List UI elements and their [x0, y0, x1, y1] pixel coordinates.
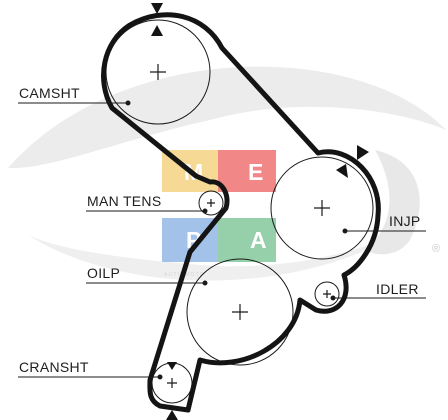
watermark-registered: ® [432, 243, 440, 255]
idler-center-mark [323, 290, 331, 298]
injection-pump-pulley [270, 156, 374, 260]
idler-leader-dot [330, 295, 336, 301]
timing-belt [101, 12, 381, 413]
watermark-swoosh [8, 66, 446, 169]
man-tens-leader-dot [202, 208, 208, 214]
oil-pump-center-mark [232, 304, 248, 320]
crankshaft-timing-arrow-outer [166, 410, 178, 420]
camshaft-timing-arrow-outer [151, 3, 163, 14]
injection-pump-timing-arrow-outer [357, 145, 369, 160]
injection-pump-center-mark [314, 200, 330, 216]
crankshaft-timing-arrow-inner [167, 362, 177, 370]
watermark-swoosh-lower [28, 205, 440, 281]
pulley-centers [150, 64, 331, 388]
camsht-leader-dot [125, 100, 131, 106]
label-oilp: OILP [87, 265, 120, 281]
watermark-letter-e: E [248, 159, 263, 185]
camshaft-timing-arrow-inner [151, 25, 163, 36]
injection-pump-timing-arrow-inner [336, 164, 348, 178]
oil-pump-pulley [186, 258, 294, 366]
gates-logo-watermark: ® [8, 66, 446, 281]
label-man-tens: MAN TENS [87, 193, 162, 209]
label-idler: IDLER [376, 281, 419, 297]
watermark-letter-shape [365, 150, 420, 255]
watermark-tile-a [218, 218, 276, 262]
manual-tensioner-pulley [198, 190, 224, 216]
manual-tensioner-center-mark [207, 199, 215, 207]
timing-marks [151, 3, 369, 420]
component-labels: CAMSHT MAN TENS INJP OILP IDLER CRANSHT [19, 85, 421, 375]
cransht-leader-dot [157, 374, 163, 380]
label-cransht: CRANSHT [19, 359, 89, 375]
leader-lines [18, 100, 426, 380]
oilp-leader-dot [202, 280, 208, 286]
camshaft-center-mark [150, 64, 166, 80]
injp-leader-dot [342, 228, 348, 234]
crankshaft-center-mark [167, 378, 177, 388]
idler-pulley [314, 281, 340, 307]
label-injp: INJP [389, 213, 421, 229]
watermark-tile-e [218, 150, 276, 192]
label-camsht: CAMSHT [19, 85, 80, 101]
watermark-letter-a: A [250, 227, 267, 253]
